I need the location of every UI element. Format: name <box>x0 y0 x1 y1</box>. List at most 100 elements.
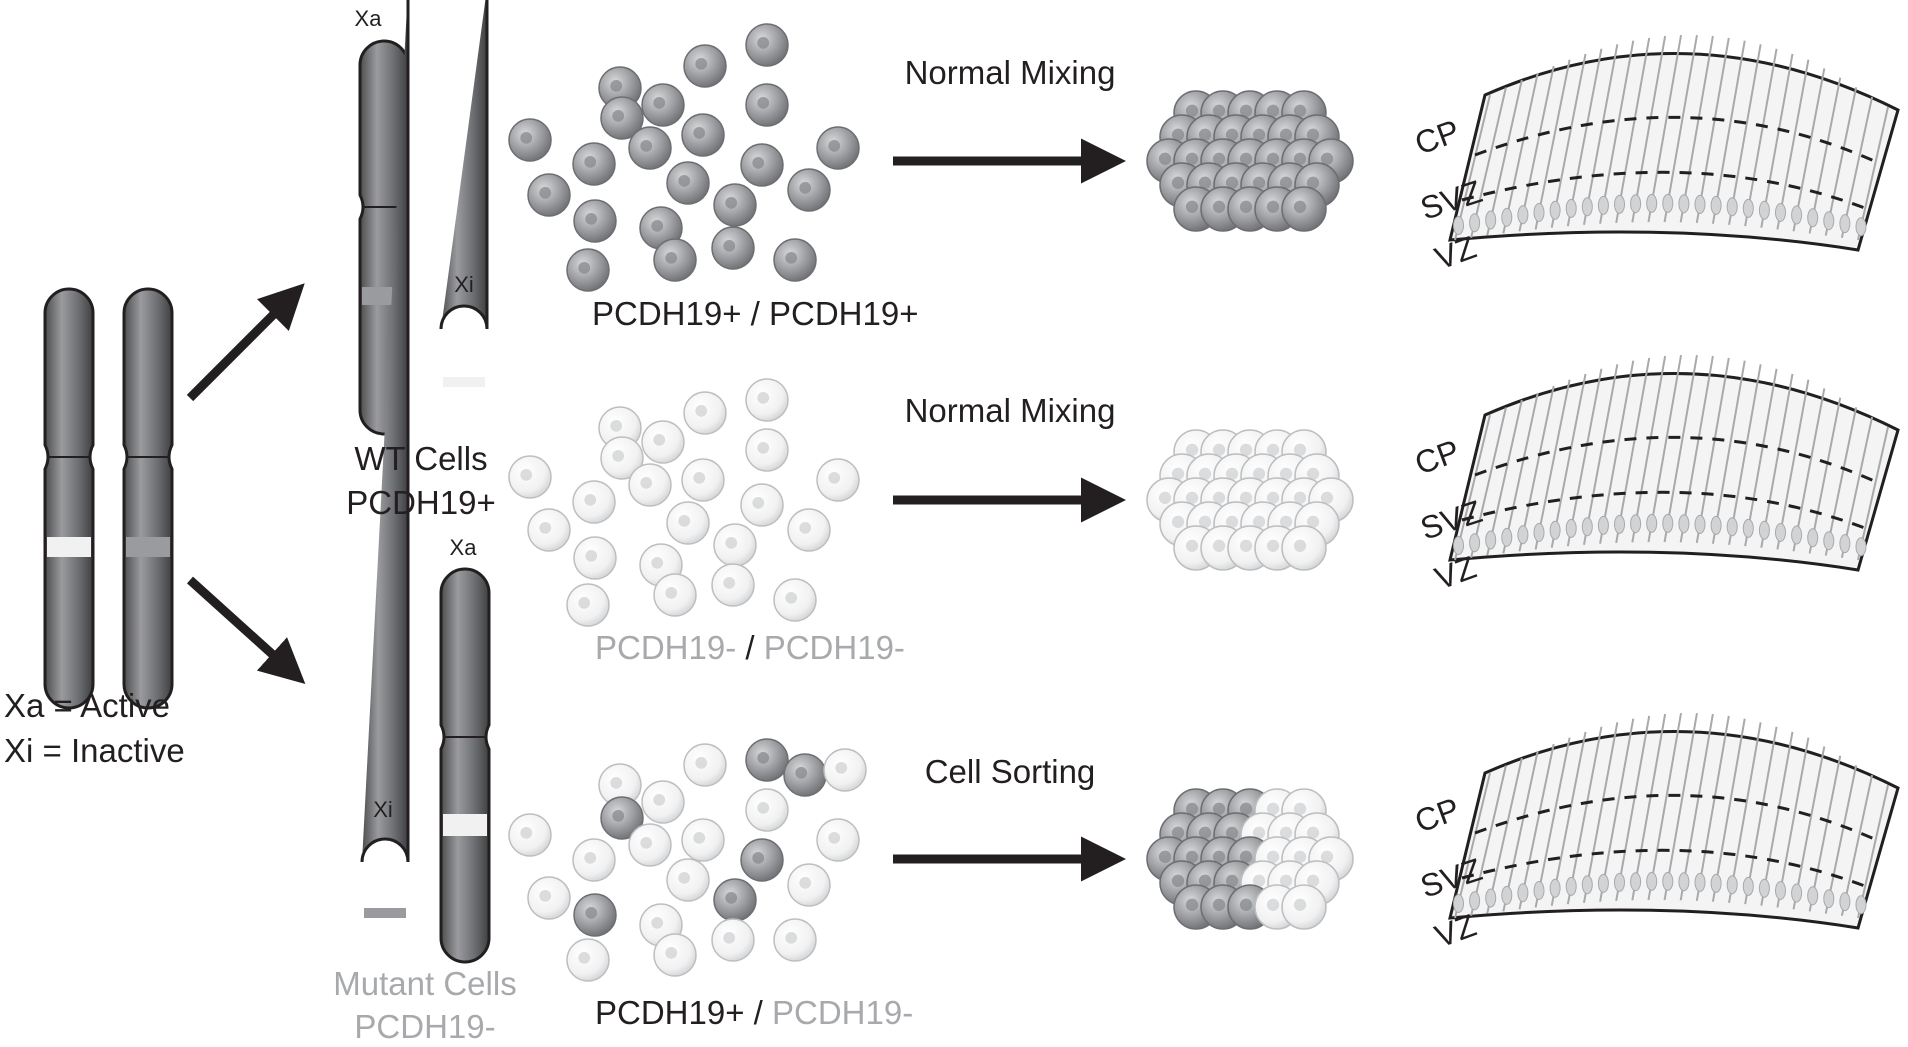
cell-pcdh19-negative <box>773 918 817 962</box>
cell-pcdh19-negative <box>745 378 789 422</box>
cell-pcdh19-negative <box>641 780 685 824</box>
radial-fiber <box>1663 354 1698 543</box>
progenitor-cell <box>1646 513 1658 533</box>
progenitor-cell <box>1533 522 1545 542</box>
radial-fiber <box>1518 65 1555 232</box>
cell-pcdh19-negative <box>628 463 672 507</box>
chromosome-band <box>47 537 91 557</box>
cell-pcdh19-positive <box>711 226 755 270</box>
radial-fiber <box>1760 53 1794 228</box>
process-label-row-2: Normal Mixing <box>905 392 1116 429</box>
progenitor-cell <box>1646 871 1658 891</box>
radial-fiber <box>1599 40 1635 224</box>
radial-fiber <box>1808 755 1842 912</box>
radial-fiber <box>1792 68 1826 232</box>
radial-fiber <box>1840 96 1874 238</box>
chromosome-group-wt <box>358 0 489 436</box>
progenitor-cell <box>1855 217 1867 237</box>
progenitor-cell <box>1839 534 1851 554</box>
cell-population-row-2 <box>508 378 1354 627</box>
pair-right-row-1: PCDH19+ <box>769 295 918 332</box>
cell-pcdh19-positive <box>628 126 672 170</box>
progenitor-cell <box>1597 873 1609 893</box>
pair-right-row-3: PCDH19- <box>772 994 913 1031</box>
progenitor-cell <box>1533 880 1545 900</box>
label-xa-top: Xa <box>355 6 383 31</box>
progenitor-cell <box>1453 894 1464 913</box>
radial-fiber <box>1582 44 1619 225</box>
progenitor-cell <box>1807 528 1819 548</box>
progenitor-cell <box>1581 197 1593 217</box>
progenitor-cell <box>1517 205 1529 225</box>
layer-label-cp: CP <box>1410 433 1464 482</box>
pair-label-row-2: PCDH19- / PCDH19- <box>595 629 905 666</box>
pair-label-row-1: PCDH19+ / PCDH19+ <box>592 295 918 332</box>
cell-pcdh19-negative <box>713 523 757 567</box>
progenitor-cell <box>1469 533 1481 553</box>
progenitor-cell <box>1694 194 1706 214</box>
progenitor-cell <box>1646 193 1658 213</box>
cell-pcdh19-negative <box>600 436 644 480</box>
cell-pcdh19-negative <box>666 858 710 902</box>
progenitor-cell <box>1630 872 1642 892</box>
cell-pcdh19-negative <box>653 933 697 977</box>
progenitor-cell <box>1710 195 1722 215</box>
chromosome-body <box>360 0 410 863</box>
cell-pcdh19-negative <box>508 455 552 499</box>
process-label-row-3: Cell Sorting <box>925 753 1096 790</box>
radial-fiber <box>1728 722 1762 903</box>
cell-pcdh19-positive <box>713 183 757 227</box>
radial-fiber <box>1840 774 1874 916</box>
cell-pcdh19-negative <box>566 938 610 982</box>
radial-fiber <box>1824 407 1858 556</box>
cell-pcdh19-positive <box>745 83 789 127</box>
radial-fiber <box>1486 757 1523 914</box>
progenitor-cell <box>1533 202 1545 222</box>
cell-pcdh19-negative <box>823 748 867 792</box>
chromosome-xa-mutant <box>439 567 491 964</box>
cell-pcdh19-positive <box>787 168 831 212</box>
radial-fiber <box>1711 40 1746 224</box>
radial-fiber <box>1454 94 1491 241</box>
cell-pcdh19-positive <box>566 248 610 292</box>
progenitor-cell <box>1597 195 1609 215</box>
chromosome-body <box>43 287 95 710</box>
radial-fiber <box>1550 731 1587 906</box>
mutant-pcdh19-label: PCDH19- <box>354 1008 495 1045</box>
radial-fiber <box>1776 59 1810 230</box>
radial-fiber <box>1744 48 1778 227</box>
cell-pcdh19-positive <box>573 893 617 937</box>
cell-pcdh19-positive <box>683 44 727 88</box>
chromosome-xi-mutant <box>360 0 410 918</box>
cell-pcdh19-negative <box>787 863 831 907</box>
radial-fiber <box>1695 37 1730 224</box>
progenitor-cell <box>1469 891 1481 911</box>
radial-fiber <box>1470 765 1507 916</box>
cell-pcdh19-negative <box>527 876 571 920</box>
progenitor-cell <box>1630 514 1642 534</box>
progenitor-cell <box>1453 216 1464 235</box>
cell-pcdh19-negative <box>681 818 725 862</box>
radial-fiber <box>1615 37 1651 224</box>
cell-pcdh19-negative <box>745 428 789 472</box>
radial-fiber <box>1534 737 1571 908</box>
cell-pcdh19-negative <box>683 743 727 787</box>
chromosome-body <box>439 567 491 964</box>
cell-pcdh19-negative <box>745 788 789 832</box>
progenitor-cell <box>1726 517 1738 537</box>
radial-fiber <box>1695 715 1730 902</box>
cell-pcdh19-positive <box>639 206 683 250</box>
progenitor-cell <box>1581 517 1593 537</box>
cell-pcdh19-negative <box>711 563 755 607</box>
arrow-to-wt <box>186 283 305 402</box>
wt-pcdh19-label: PCDH19+ <box>346 484 495 521</box>
cell-pcdh19-positive <box>572 142 616 186</box>
progenitor-cell <box>1678 514 1690 534</box>
progenitor-cell <box>1614 872 1625 892</box>
layer-boundary-cp <box>1474 435 1884 487</box>
radial-fiber <box>1518 743 1555 910</box>
process-label-row-1: Normal Mixing <box>905 54 1116 91</box>
label-xi-top: Xi <box>454 272 474 297</box>
cell-pcdh19-positive <box>783 753 827 797</box>
